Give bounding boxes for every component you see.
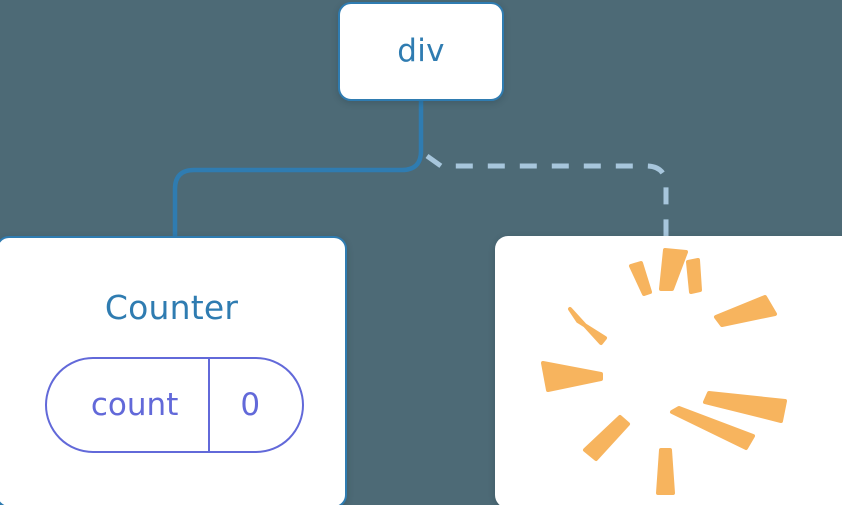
node-div-label: div	[397, 33, 445, 69]
node-div[interactable]: div	[338, 2, 504, 101]
node-counter-label: Counter	[104, 288, 239, 327]
ray-se	[670, 406, 755, 450]
ray-sw	[583, 415, 630, 461]
state-pill-key: count	[90, 386, 179, 423]
ray-e	[703, 391, 787, 423]
ray-s	[656, 448, 675, 495]
ray-n	[659, 248, 688, 291]
ray-w	[541, 361, 603, 392]
ray-nnw	[629, 261, 652, 296]
state-pill-count[interactable]: count 0	[44, 357, 305, 453]
spark-burst-icon	[541, 248, 787, 495]
connector-root-to-rerender	[425, 153, 669, 238]
state-pill-value: 0	[240, 386, 261, 423]
connector-root-to-counter	[172, 101, 424, 238]
node-rerender-burst[interactable]	[495, 236, 842, 505]
ray-nne	[714, 295, 777, 327]
state-pill-divider	[208, 359, 211, 451]
ray-sse	[686, 258, 702, 294]
ray-nw	[568, 307, 607, 345]
node-counter[interactable]: Counter count 0	[0, 236, 347, 505]
